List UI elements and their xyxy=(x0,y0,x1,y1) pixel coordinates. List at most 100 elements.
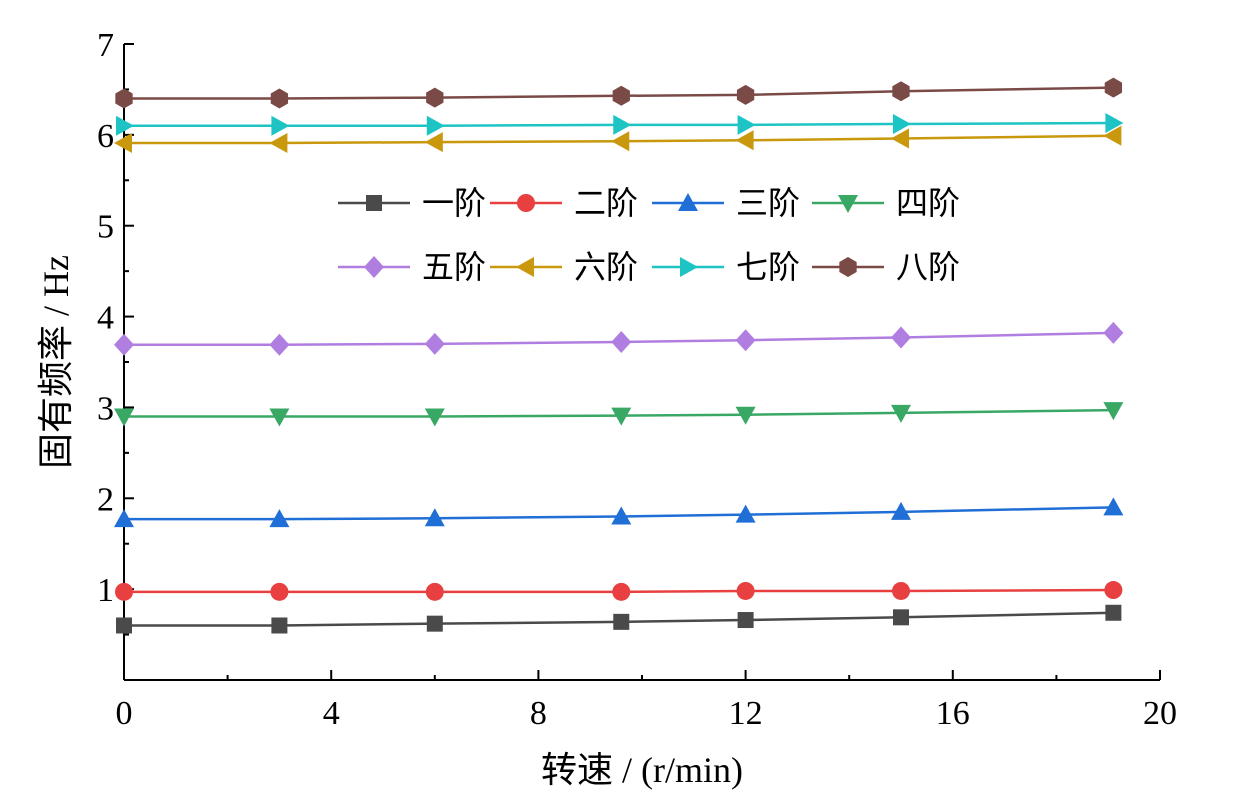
series-7 xyxy=(116,113,1124,136)
x-tick-label: 0 xyxy=(116,695,133,732)
legend: 一阶二阶 三阶 四阶五阶 六阶 七阶 八阶 xyxy=(338,185,960,285)
legend-marker xyxy=(366,195,382,211)
series-layer xyxy=(114,77,1124,634)
x-tick-label: 8 xyxy=(530,695,547,732)
series-3 xyxy=(114,497,1124,528)
data-point xyxy=(892,581,910,600)
legend-item: 二阶 xyxy=(490,185,638,221)
data-point xyxy=(269,509,290,528)
data-point xyxy=(891,128,909,149)
data-point xyxy=(737,612,754,629)
legend-item: 五阶 xyxy=(338,249,486,285)
data-point xyxy=(269,333,290,356)
data-point xyxy=(1103,321,1124,344)
x-tick-label: 12 xyxy=(729,695,763,732)
data-point xyxy=(426,87,444,108)
y-tick-label: 5 xyxy=(97,209,114,246)
series-1 xyxy=(116,604,1122,634)
data-point xyxy=(611,407,632,426)
data-point xyxy=(269,133,288,154)
legend-label: 三阶 xyxy=(736,185,800,221)
legend-marker xyxy=(680,257,698,277)
data-point xyxy=(611,331,632,354)
data-point xyxy=(893,113,911,134)
data-point xyxy=(735,406,756,425)
data-point xyxy=(115,88,133,109)
data-point xyxy=(426,615,443,632)
data-point xyxy=(1105,113,1124,134)
data-point xyxy=(611,131,630,152)
x-tick-label: 4 xyxy=(323,695,340,732)
legend-marker xyxy=(839,257,857,277)
data-point xyxy=(613,114,632,135)
legend-marker xyxy=(678,193,698,211)
data-point xyxy=(1103,402,1124,421)
data-point xyxy=(613,613,630,630)
data-point xyxy=(893,609,909,626)
x-axis-label: 转速 / (r/min) xyxy=(541,750,743,790)
y-tick-label: 2 xyxy=(97,481,114,518)
y-tick-label: 1 xyxy=(97,572,114,609)
series-8 xyxy=(115,77,1123,109)
data-point xyxy=(611,506,632,525)
series-6 xyxy=(114,125,1122,154)
data-point xyxy=(891,404,911,423)
data-point xyxy=(426,115,445,136)
y-axis-label: 固有频率 / Hz xyxy=(36,255,76,469)
data-point xyxy=(115,582,133,601)
legend-item: 八阶 xyxy=(812,249,960,285)
data-point xyxy=(424,508,445,527)
data-point xyxy=(425,582,444,601)
legend-label: 七阶 xyxy=(736,249,800,285)
data-point xyxy=(892,81,910,102)
legend-label: 六阶 xyxy=(574,249,638,285)
data-point xyxy=(736,581,755,600)
data-point xyxy=(735,130,754,151)
data-point xyxy=(891,326,911,349)
series-4 xyxy=(114,402,1124,427)
legend-item: 六阶 xyxy=(490,249,638,285)
series-5 xyxy=(114,321,1124,356)
x-tick-label: 20 xyxy=(1143,695,1177,732)
data-point xyxy=(737,114,756,135)
legend-item: 三阶 xyxy=(652,185,800,221)
data-point xyxy=(114,133,132,154)
legend-label: 一阶 xyxy=(422,185,486,221)
data-point xyxy=(114,509,134,528)
x-tick-label: 16 xyxy=(936,695,970,732)
legend-marker xyxy=(516,257,534,277)
data-point xyxy=(271,115,290,136)
series-2 xyxy=(115,581,1123,601)
data-point xyxy=(1103,125,1122,146)
data-point xyxy=(116,617,132,634)
data-point xyxy=(891,501,911,520)
data-point xyxy=(114,333,134,356)
data-point xyxy=(1104,77,1123,98)
legend-marker xyxy=(838,195,858,213)
data-point xyxy=(424,332,445,355)
data-point xyxy=(269,408,290,427)
y-tick-label: 3 xyxy=(97,390,114,427)
data-point xyxy=(1103,497,1124,516)
legend-label: 八阶 xyxy=(896,249,960,285)
data-point xyxy=(424,408,445,427)
y-tick-label: 7 xyxy=(97,27,114,64)
y-tick-label: 6 xyxy=(97,118,114,155)
data-point xyxy=(612,85,630,106)
legend-label: 四阶 xyxy=(896,185,960,221)
data-point xyxy=(736,84,755,105)
data-point xyxy=(1105,604,1122,621)
legend-item: 七阶 xyxy=(652,249,800,285)
y-tick-label: 4 xyxy=(97,300,114,337)
data-point xyxy=(424,132,443,153)
data-point xyxy=(270,88,289,109)
data-point xyxy=(116,115,134,136)
legend-label: 五阶 xyxy=(422,249,486,285)
data-point xyxy=(270,582,289,601)
data-point xyxy=(735,504,756,523)
legend-marker xyxy=(364,256,384,278)
data-point xyxy=(271,617,288,634)
data-point xyxy=(612,582,631,601)
